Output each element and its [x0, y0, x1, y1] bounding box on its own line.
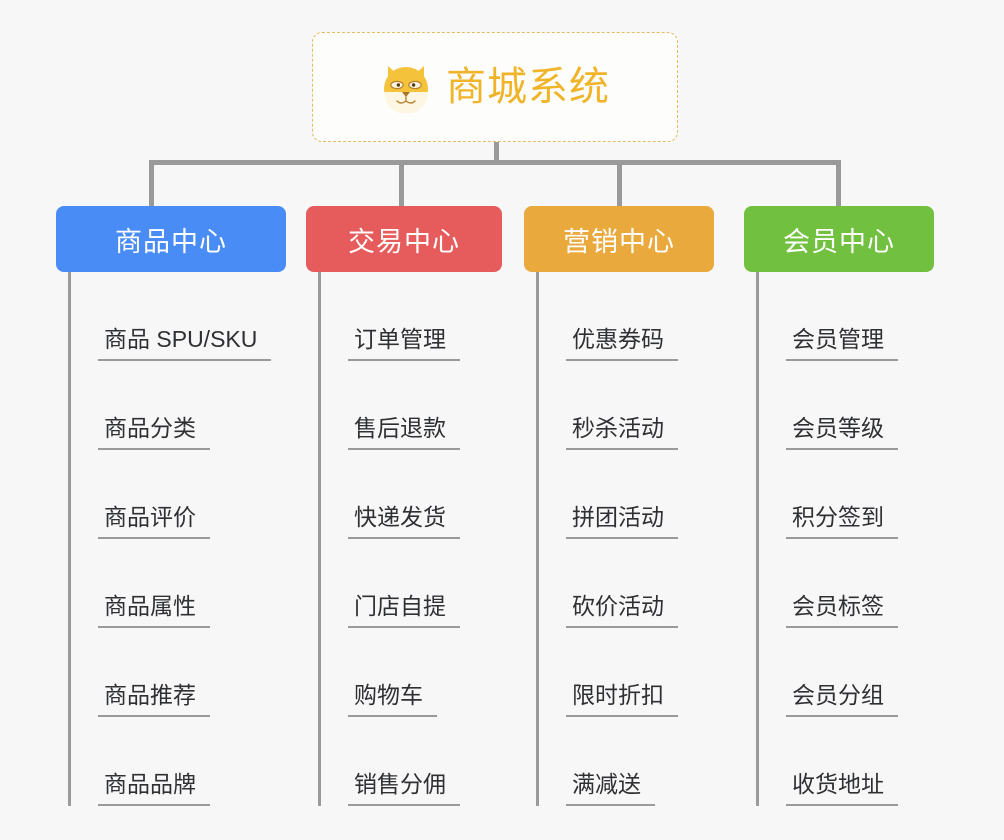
list-item[interactable]: 会员分组	[756, 628, 934, 717]
list-item-label: 销售分佣	[348, 771, 460, 806]
list-item-label: 商品推荐	[98, 682, 210, 717]
connector-drop-member-center	[836, 160, 841, 208]
connector-drop-product-center	[149, 160, 154, 208]
list-item-label: 商品分类	[98, 415, 210, 450]
list-item[interactable]: 积分签到	[756, 450, 934, 539]
branch-marketing-center: 营销中心 优惠券码 秒杀活动 拼团活动 砍价活动 限时折扣 满减送	[524, 206, 714, 806]
list-item[interactable]: 会员管理	[756, 272, 934, 361]
branch-header-member-center[interactable]: 会员中心	[744, 206, 934, 272]
branch-trunk	[756, 272, 759, 806]
list-item-label: 会员等级	[786, 415, 898, 450]
list-item[interactable]: 门店自提	[318, 539, 502, 628]
connector-drop-marketing-center	[617, 160, 622, 208]
list-item[interactable]: 砍价活动	[536, 539, 714, 628]
list-item-label: 快递发货	[348, 504, 460, 539]
root-node[interactable]: 商城系统	[312, 32, 678, 142]
list-item[interactable]: 快递发货	[318, 450, 502, 539]
branch-items-trade-center: 订单管理 售后退款 快递发货 门店自提 购物车 销售分佣	[318, 272, 502, 806]
list-item[interactable]: 商品 SPU/SKU	[68, 272, 286, 361]
list-item-label: 拼团活动	[566, 504, 678, 539]
list-item-label: 满减送	[566, 771, 655, 806]
list-item-label: 限时折扣	[566, 682, 678, 717]
list-item[interactable]: 拼团活动	[536, 450, 714, 539]
list-item[interactable]: 订单管理	[318, 272, 502, 361]
list-item-label: 会员分组	[786, 682, 898, 717]
shiba-dog-face-icon	[380, 61, 432, 113]
list-item[interactable]: 售后退款	[318, 361, 502, 450]
list-item-label: 商品属性	[98, 593, 210, 628]
branch-header-trade-center[interactable]: 交易中心	[306, 206, 502, 272]
list-item-label: 订单管理	[348, 326, 460, 361]
list-item[interactable]: 满减送	[536, 717, 714, 806]
branch-header-label: 交易中心	[348, 226, 460, 257]
list-item[interactable]: 商品推荐	[68, 628, 286, 717]
list-item-label: 会员管理	[786, 326, 898, 361]
list-item[interactable]: 商品分类	[68, 361, 286, 450]
branch-trunk	[318, 272, 321, 806]
list-item[interactable]: 购物车	[318, 628, 502, 717]
list-item-label: 砍价活动	[566, 593, 678, 628]
branch-header-label: 营销中心	[563, 226, 675, 257]
connector-root-stem	[494, 142, 499, 163]
branch-items-member-center: 会员管理 会员等级 积分签到 会员标签 会员分组 收货地址	[756, 272, 934, 806]
list-item-label: 商品 SPU/SKU	[98, 326, 272, 361]
list-item[interactable]: 商品属性	[68, 539, 286, 628]
branch-items-marketing-center: 优惠券码 秒杀活动 拼团活动 砍价活动 限时折扣 满减送	[536, 272, 714, 806]
branch-items-product-center: 商品 SPU/SKU 商品分类 商品评价 商品属性 商品推荐 商品品牌	[68, 272, 286, 806]
list-item[interactable]: 商品品牌	[68, 717, 286, 806]
list-item[interactable]: 会员标签	[756, 539, 934, 628]
list-item-label: 积分签到	[786, 504, 898, 539]
list-item[interactable]: 收货地址	[756, 717, 934, 806]
list-item-label: 门店自提	[348, 593, 460, 628]
branch-trunk	[536, 272, 539, 806]
list-item[interactable]: 秒杀活动	[536, 361, 714, 450]
branch-header-label: 会员中心	[783, 226, 895, 257]
list-item-label: 优惠券码	[566, 326, 678, 361]
list-item-label: 商品品牌	[98, 771, 210, 806]
list-item-label: 会员标签	[786, 593, 898, 628]
branch-header-product-center[interactable]: 商品中心	[56, 206, 286, 272]
list-item[interactable]: 销售分佣	[318, 717, 502, 806]
branch-header-marketing-center[interactable]: 营销中心	[524, 206, 714, 272]
list-item-label: 秒杀活动	[566, 415, 678, 450]
list-item[interactable]: 优惠券码	[536, 272, 714, 361]
branch-product-center: 商品中心 商品 SPU/SKU 商品分类 商品评价 商品属性 商品推荐 商品品牌	[56, 206, 286, 806]
list-item[interactable]: 商品评价	[68, 450, 286, 539]
list-item-label: 收货地址	[786, 771, 898, 806]
list-item-label: 售后退款	[348, 415, 460, 450]
connector-bus	[149, 160, 841, 165]
branch-trade-center: 交易中心 订单管理 售后退款 快递发货 门店自提 购物车 销售分佣	[306, 206, 502, 806]
branch-header-label: 商品中心	[115, 226, 227, 257]
root-title: 商城系统	[446, 65, 610, 109]
list-item-label: 商品评价	[98, 504, 210, 539]
connector-drop-trade-center	[399, 160, 404, 208]
list-item[interactable]: 会员等级	[756, 361, 934, 450]
list-item-label: 购物车	[348, 682, 437, 717]
branch-trunk	[68, 272, 71, 806]
branch-member-center: 会员中心 会员管理 会员等级 积分签到 会员标签 会员分组 收货地址	[744, 206, 934, 806]
list-item[interactable]: 限时折扣	[536, 628, 714, 717]
